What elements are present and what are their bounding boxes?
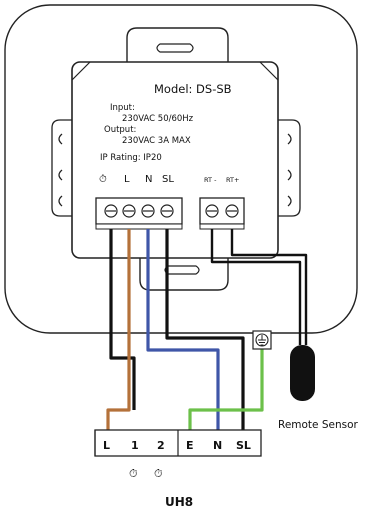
remote-sensor-label: Remote Sensor [278, 419, 359, 431]
terminal-rt-minus-label: RT - [204, 176, 217, 184]
output-value: 230VAC 3A MAX [122, 136, 191, 146]
uh8-terminal-2: 2 [157, 439, 165, 452]
uh8-terminal-n: N [213, 439, 222, 452]
keyhole-bottom [164, 265, 200, 275]
uh8-terminal-1: 1 [131, 439, 139, 452]
uh8-terminal-e: E [186, 439, 194, 452]
right-mount-ears [278, 119, 301, 217]
uh8-title: UH8 [165, 495, 193, 509]
wire-black-sl [165, 229, 245, 430]
wire-green-earth [188, 346, 264, 430]
wire-blue-n [146, 229, 220, 430]
terminal-block-main-base [95, 223, 183, 230]
input-value: 230VAC 50/60Hz [122, 114, 194, 124]
model-label: Model: DS-SB [154, 82, 232, 96]
wire-brown-l [106, 229, 131, 430]
remote-sensor-probe [290, 345, 315, 401]
terminal-sl-label: SL [162, 174, 174, 185]
uh8-terminal-sl: SL [236, 439, 251, 452]
wire-sensor-a [210, 229, 302, 345]
terminal-rt-plus-label: RT+ [226, 176, 239, 184]
terminal-clock-label: ⏱ [99, 174, 107, 185]
module-chamfer-tr [259, 61, 279, 81]
clock-icon-1: ⏱ [129, 467, 138, 480]
mounting-tab-bottom [139, 258, 229, 291]
output-label: Output: [104, 125, 136, 135]
terminal-l-label: L [124, 174, 130, 185]
module-chamfer-tl [71, 61, 91, 81]
terminal-block-sensor-base [199, 223, 245, 230]
mounting-tab-top [126, 27, 229, 62]
ip-rating: IP Rating: IP20 [100, 153, 162, 163]
terminal-n-label: N [145, 174, 152, 185]
uh8-terminal-l: L [103, 439, 110, 452]
wires [106, 229, 308, 430]
input-label: Input: [110, 103, 135, 113]
keyhole-top [156, 43, 194, 53]
wire-sensor-b [230, 229, 308, 345]
wire-black-clock [109, 229, 136, 410]
clock-icon-2: ⏱ [154, 467, 163, 480]
left-mount-ears [51, 119, 72, 217]
